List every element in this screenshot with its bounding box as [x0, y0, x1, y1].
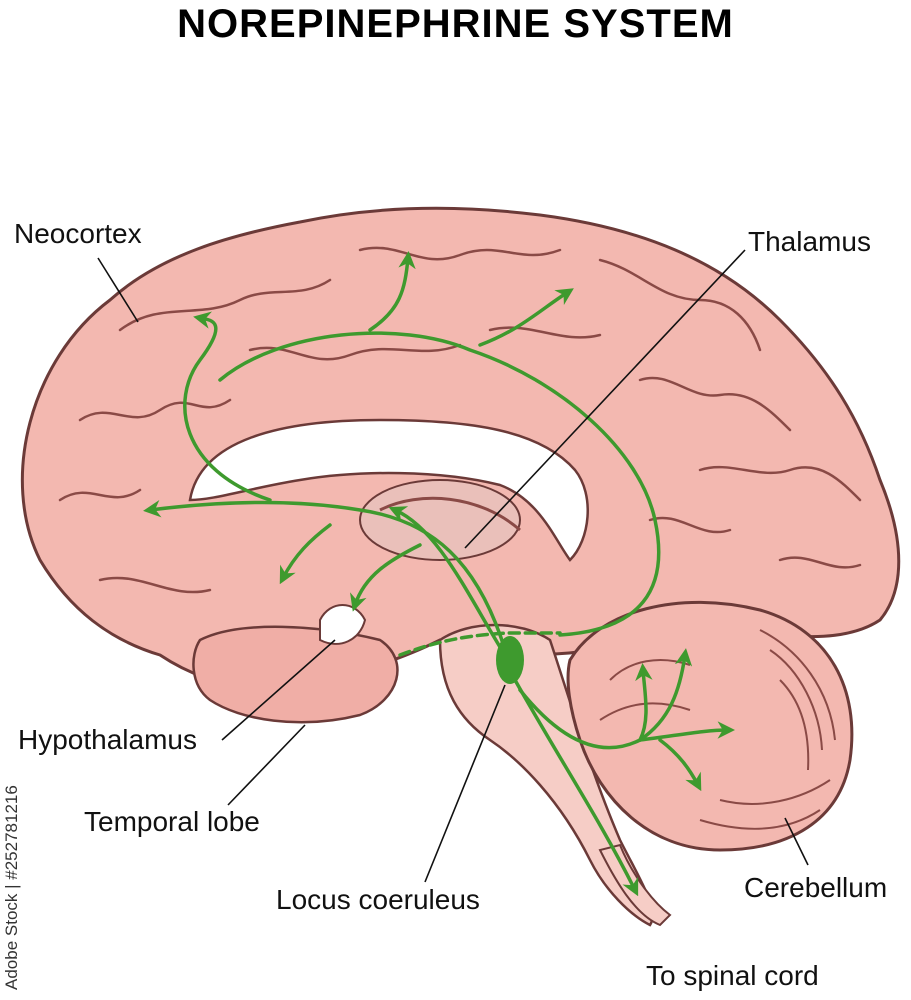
label-neocortex: Neocortex — [14, 218, 142, 249]
norepinephrine-pathways — [143, 251, 735, 897]
label-thalamus: Thalamus — [748, 226, 871, 257]
locus-coeruleus-nucleus — [496, 636, 524, 684]
diagram-title: NOREPINEPHRINE SYSTEM — [177, 2, 734, 46]
leader-lines — [97, 249, 809, 883]
gyri-folds — [58, 246, 862, 594]
label-hypothalamus: Hypothalamus — [18, 724, 197, 755]
lateral-ventricle — [188, 418, 589, 562]
stock-watermark: Adobe Stock | #252781216 — [2, 785, 21, 990]
label-temporal-lobe: Temporal lobe — [84, 806, 260, 837]
label-cerebellum: Cerebellum — [744, 872, 888, 903]
cerebellum-shape — [566, 600, 854, 852]
thalamus-shape — [359, 479, 521, 561]
label-locus-coeruleus: Locus coeruleus — [276, 884, 480, 915]
label-spinal-cord: To spinal cord — [646, 960, 819, 991]
fornix — [379, 496, 521, 532]
